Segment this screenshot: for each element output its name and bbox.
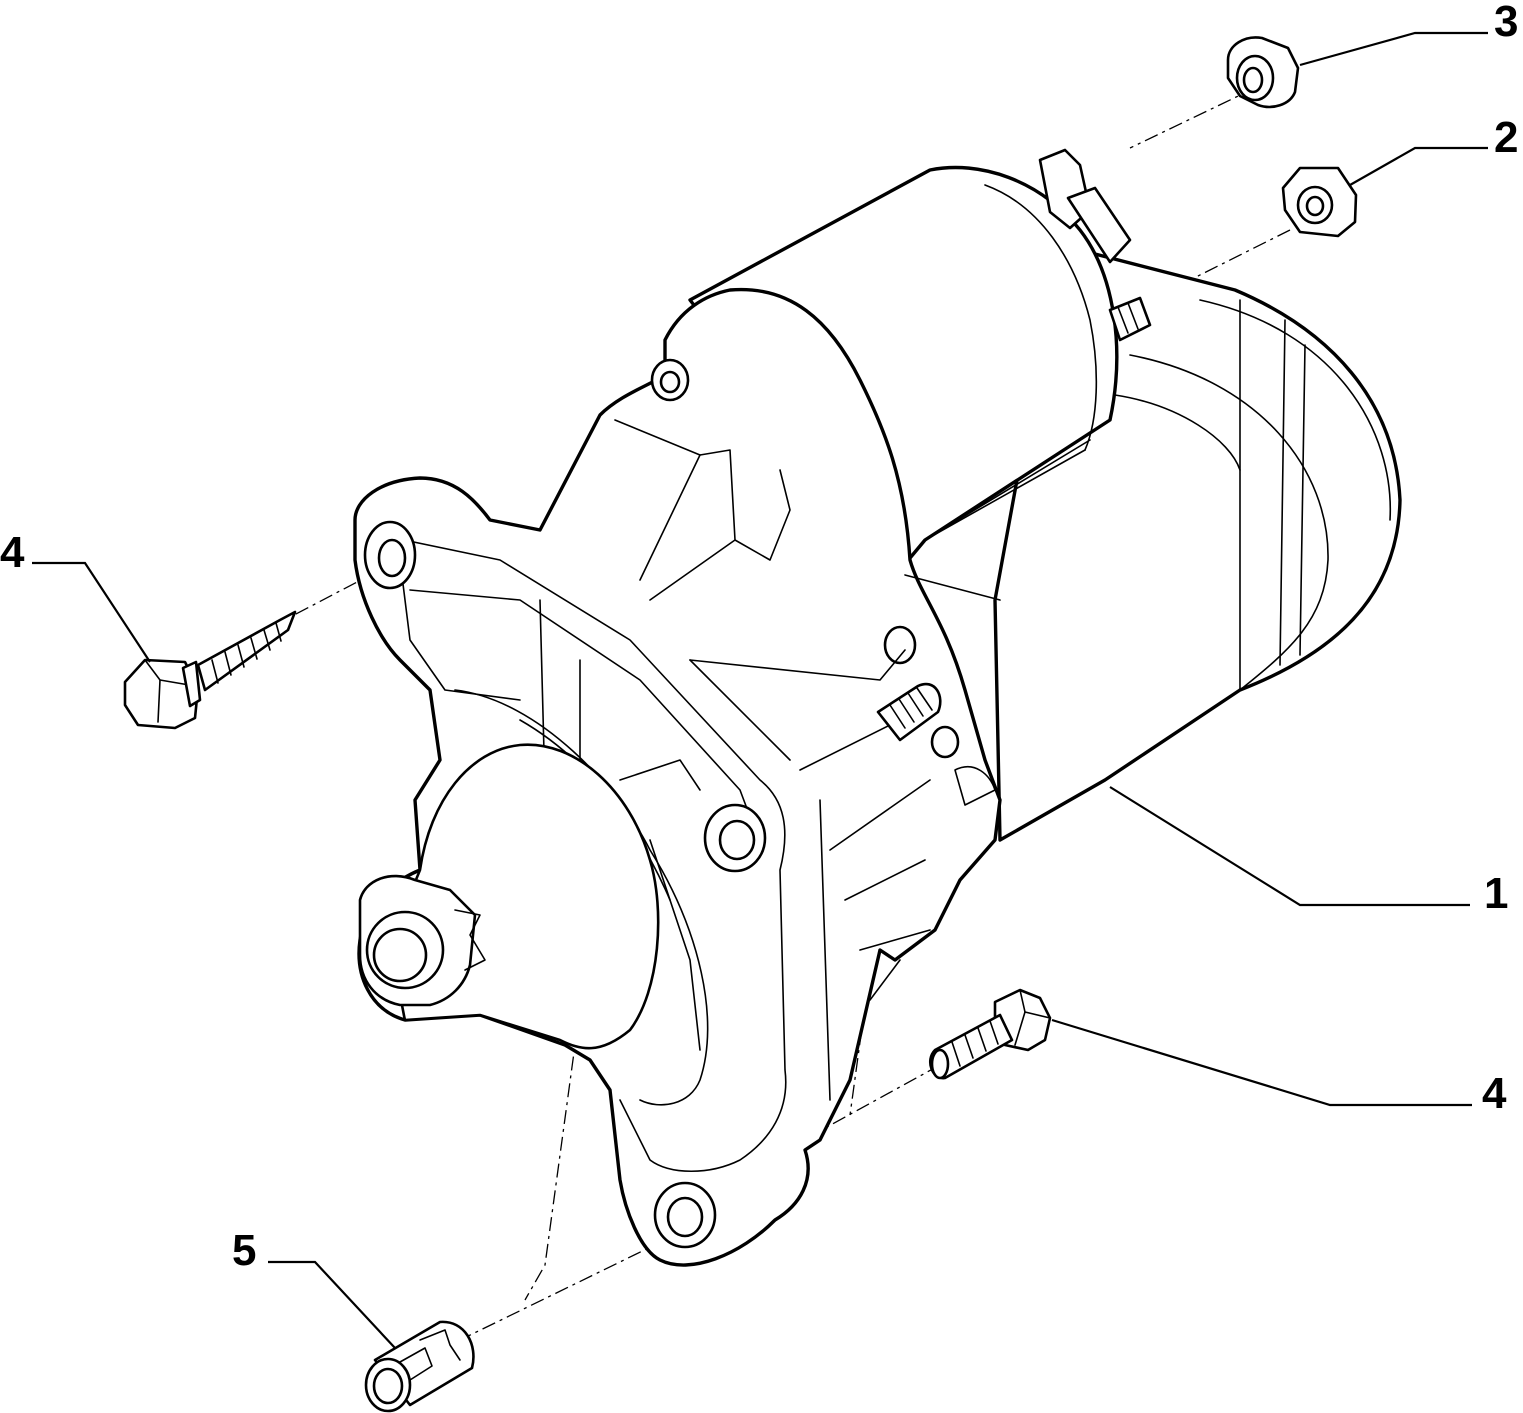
callout-5: 5 (232, 1226, 256, 1275)
callout-3: 3 (1494, 0, 1518, 46)
flange-nut-part (1226, 36, 1300, 109)
bolt-upper-left-part (123, 610, 297, 730)
callout-1: 1 (1484, 869, 1508, 918)
bolt-lower-right-part (929, 988, 1052, 1080)
leader-line-2 (1349, 146, 1488, 186)
callout-labels: 1 2 3 4 4 5 (0, 0, 1518, 1275)
leader-line-4a (32, 561, 151, 663)
callout-4-lower: 4 (1482, 1069, 1507, 1118)
leader-line-4b (1051, 1018, 1472, 1107)
leader-line-5 (268, 1260, 396, 1349)
leader-line-1 (1109, 786, 1470, 907)
leader-lines (32, 31, 1488, 1349)
hex-nut-part (1281, 166, 1358, 238)
callout-4-upper: 4 (0, 528, 25, 577)
callout-2: 2 (1494, 113, 1518, 162)
starter-motor-body (353, 148, 1402, 1267)
dowel-sleeve-part (364, 1320, 475, 1413)
leader-line-3 (1299, 31, 1488, 67)
